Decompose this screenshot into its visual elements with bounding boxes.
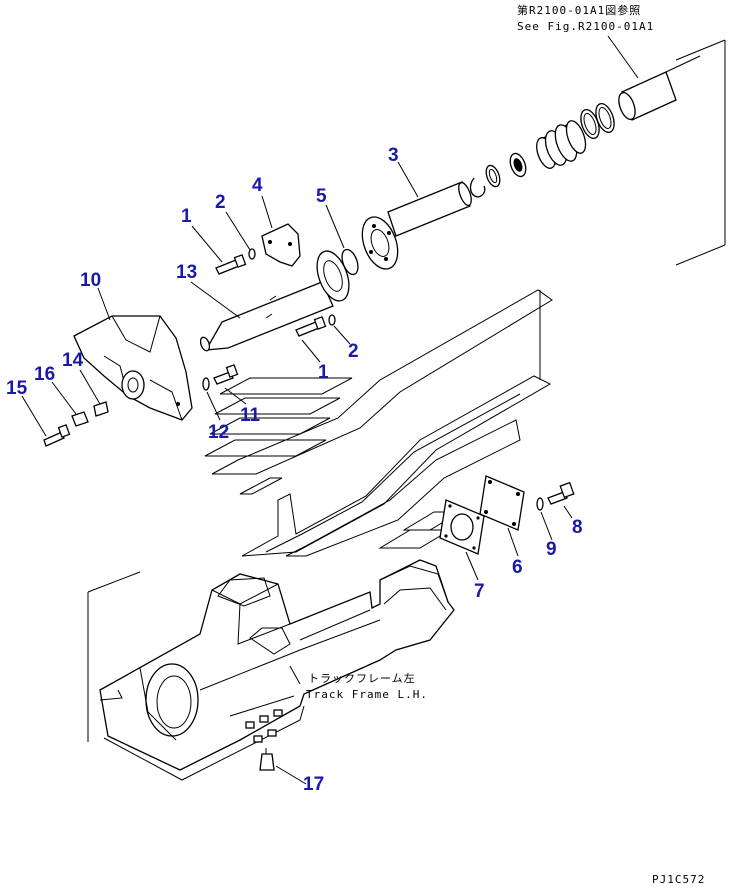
snap-ring <box>469 177 486 198</box>
callout-17: 17 <box>303 774 324 795</box>
leader-6 <box>507 527 519 557</box>
leader-17 <box>275 765 307 785</box>
callout-9: 9 <box>546 539 557 560</box>
callout-1-lower: 1 <box>318 362 329 383</box>
washer-part2-lower <box>328 314 336 326</box>
leader-3 <box>397 161 419 198</box>
leader-5 <box>325 204 345 249</box>
washer-ring <box>485 164 501 188</box>
cover-housing-part10 <box>73 315 193 421</box>
bolt-part8 <box>547 481 575 505</box>
fitting-part17 <box>259 748 275 771</box>
leader-9 <box>540 511 553 541</box>
lower-section-boundary <box>87 571 141 742</box>
leader-4 <box>261 195 273 229</box>
leader-8 <box>563 505 573 519</box>
shaft-part13 <box>199 250 350 352</box>
leader-2b <box>333 325 351 345</box>
leader-15 <box>21 395 47 437</box>
callout-4: 4 <box>252 175 263 196</box>
callout-5: 5 <box>316 186 327 207</box>
callout-3: 3 <box>388 145 399 166</box>
callout-16: 16 <box>34 364 55 385</box>
callout-12: 12 <box>208 422 229 443</box>
reference-note-en: See Fig.R2100-01A1 <box>517 20 654 33</box>
frame-label-en: Track Frame L.H. <box>306 688 428 701</box>
bolt-part1-lower <box>295 316 327 337</box>
callout-7: 7 <box>474 581 485 602</box>
leader-1a <box>191 225 223 263</box>
callout-11: 11 <box>240 405 261 426</box>
bellows-boot <box>536 120 587 169</box>
flange-tube-part3 <box>361 181 472 270</box>
lock-plate-part16 <box>71 411 89 427</box>
bracket-part4 <box>261 223 301 267</box>
reference-leader <box>607 35 639 79</box>
washer-part12 <box>202 377 210 391</box>
bolt-part15 <box>43 424 71 447</box>
washer-part14 <box>93 401 109 417</box>
frame-bolt-holes <box>245 709 283 743</box>
plate-part6 <box>479 475 525 531</box>
leader-11 <box>224 387 247 405</box>
seal-rings <box>580 102 615 140</box>
callout-2-lower: 2 <box>348 341 359 362</box>
callout-13: 13 <box>176 262 197 283</box>
background-logo-watermark <box>204 289 553 557</box>
bolt-part1-upper <box>215 254 247 275</box>
bolt-part11 <box>213 364 239 385</box>
sleeve-tube <box>618 55 701 121</box>
upper-section-boundary <box>675 39 726 266</box>
callout-14: 14 <box>62 350 84 371</box>
reference-note-jp: 第R2100-01A1図参照 <box>517 3 641 17</box>
leader-13 <box>190 281 241 319</box>
gasket-part7 <box>439 499 485 555</box>
leader-12 <box>206 391 221 421</box>
bearing <box>509 152 527 178</box>
callout-15: 15 <box>6 378 28 399</box>
callout-1-upper: 1 <box>181 206 192 227</box>
leader-2a <box>225 211 251 251</box>
callout-2-upper: 2 <box>215 192 226 213</box>
leader-16 <box>51 381 77 415</box>
frame-label-jp: トラックフレーム左 <box>308 672 416 685</box>
washer-part2-upper <box>248 248 256 260</box>
callout-10: 10 <box>80 270 101 291</box>
leader-10 <box>97 287 111 321</box>
callout-6: 6 <box>512 557 523 578</box>
callout-8: 8 <box>572 517 583 538</box>
drawing-code: PJ1C572 <box>652 873 705 886</box>
track-frame <box>99 559 455 781</box>
leader-7 <box>465 551 479 581</box>
washer-part9 <box>536 497 544 511</box>
leader-1b <box>301 339 321 363</box>
frame-label-leader <box>289 665 301 685</box>
leader-14 <box>79 369 101 405</box>
